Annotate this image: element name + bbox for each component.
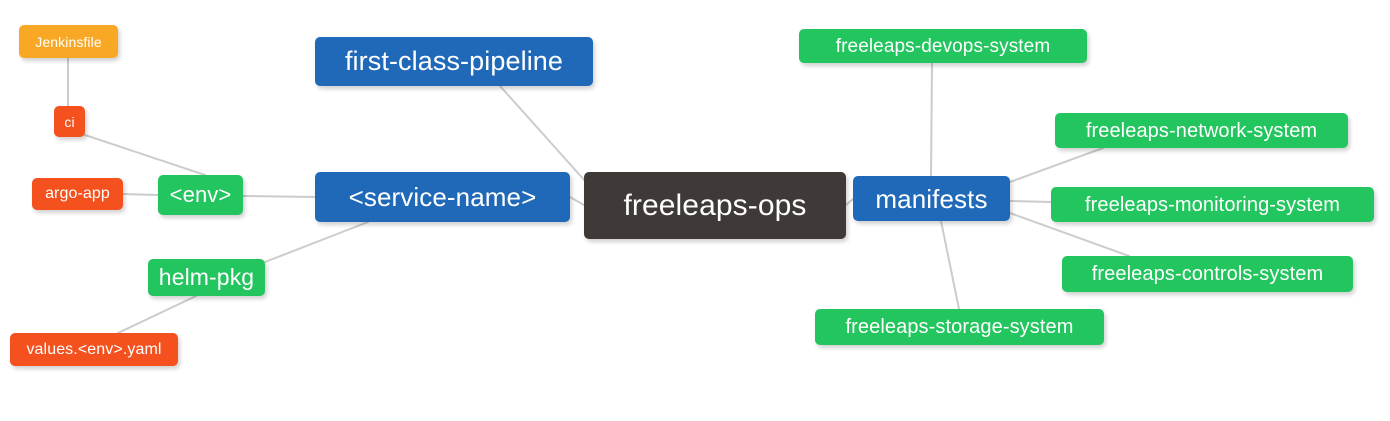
mindmap-node-freeleaps-network-system[interactable]: freeleaps-network-system <box>1055 113 1348 148</box>
mindmap-node-freeleaps-controls-system[interactable]: freeleaps-controls-system <box>1062 256 1353 292</box>
mindmap-node-freeleaps-monitoring-system[interactable]: freeleaps-monitoring-system <box>1051 187 1374 222</box>
edge-env-to-argo-app <box>122 193 159 196</box>
mindmap-node-label: freeleaps-devops-system <box>835 35 1051 57</box>
edge-freeleaps-ops-to-service-name <box>569 196 585 206</box>
mindmap-node-label: Jenkinsfile <box>35 33 102 50</box>
mindmap-node-label: first-class-pipeline <box>344 46 564 76</box>
mindmap-node-label: <env> <box>169 182 232 207</box>
mindmap-node-env[interactable]: <env> <box>158 175 243 215</box>
mindmap-node-argo-app[interactable]: argo-app <box>32 178 123 210</box>
mindmap-node-jenkinsfile[interactable]: Jenkinsfile <box>19 25 118 58</box>
edge-manifests-to-freeleaps-network-system <box>1009 147 1104 183</box>
mindmap-node-ci[interactable]: ci <box>54 106 85 137</box>
mindmap-node-manifests[interactable]: manifests <box>853 176 1010 221</box>
mindmap-node-label: values.<env>.yaml <box>26 340 162 358</box>
edge-service-name-to-helm-pkg <box>264 221 369 263</box>
mindmap-node-label: <service-name> <box>348 182 537 212</box>
mindmap-node-label: freeleaps-ops <box>623 188 807 222</box>
edge-manifests-to-freeleaps-storage-system <box>940 220 960 310</box>
mindmap-node-label: manifests <box>875 183 988 214</box>
mindmap-node-values-env-yaml[interactable]: values.<env>.yaml <box>10 333 178 366</box>
mindmap-node-label: freeleaps-monitoring-system <box>1084 193 1340 216</box>
mindmap-node-label: argo-app <box>45 185 110 202</box>
mindmap-node-label: freeleaps-network-system <box>1085 119 1318 142</box>
mindmap-node-label: helm-pkg <box>158 264 255 290</box>
edge-service-name-to-env <box>242 195 316 198</box>
edge-manifests-to-freeleaps-devops-system <box>930 62 933 177</box>
mindmap-node-freeleaps-ops[interactable]: freeleaps-ops <box>584 172 846 239</box>
mindmap-node-freeleaps-devops-system[interactable]: freeleaps-devops-system <box>799 29 1087 63</box>
edge-service-name-to-first-class-pipeline <box>499 85 587 183</box>
mindmap-node-label: freeleaps-storage-system <box>845 316 1074 338</box>
mindmap-node-freeleaps-storage-system[interactable]: freeleaps-storage-system <box>815 309 1104 345</box>
mindmap-node-first-class-pipeline[interactable]: first-class-pipeline <box>315 37 593 86</box>
mindmap-node-helm-pkg[interactable]: helm-pkg <box>148 259 265 296</box>
mindmap-node-service-name[interactable]: <service-name> <box>315 172 570 222</box>
mindmap-node-label: ci <box>64 113 75 130</box>
edge-manifests-to-freeleaps-monitoring-system <box>1009 200 1052 203</box>
edge-freeleaps-ops-to-manifests <box>845 198 854 206</box>
edge-env-to-ci <box>84 134 206 176</box>
edge-helm-pkg-to-values-env-yaml <box>117 295 197 334</box>
mindmap-node-label: freeleaps-controls-system <box>1091 263 1324 285</box>
